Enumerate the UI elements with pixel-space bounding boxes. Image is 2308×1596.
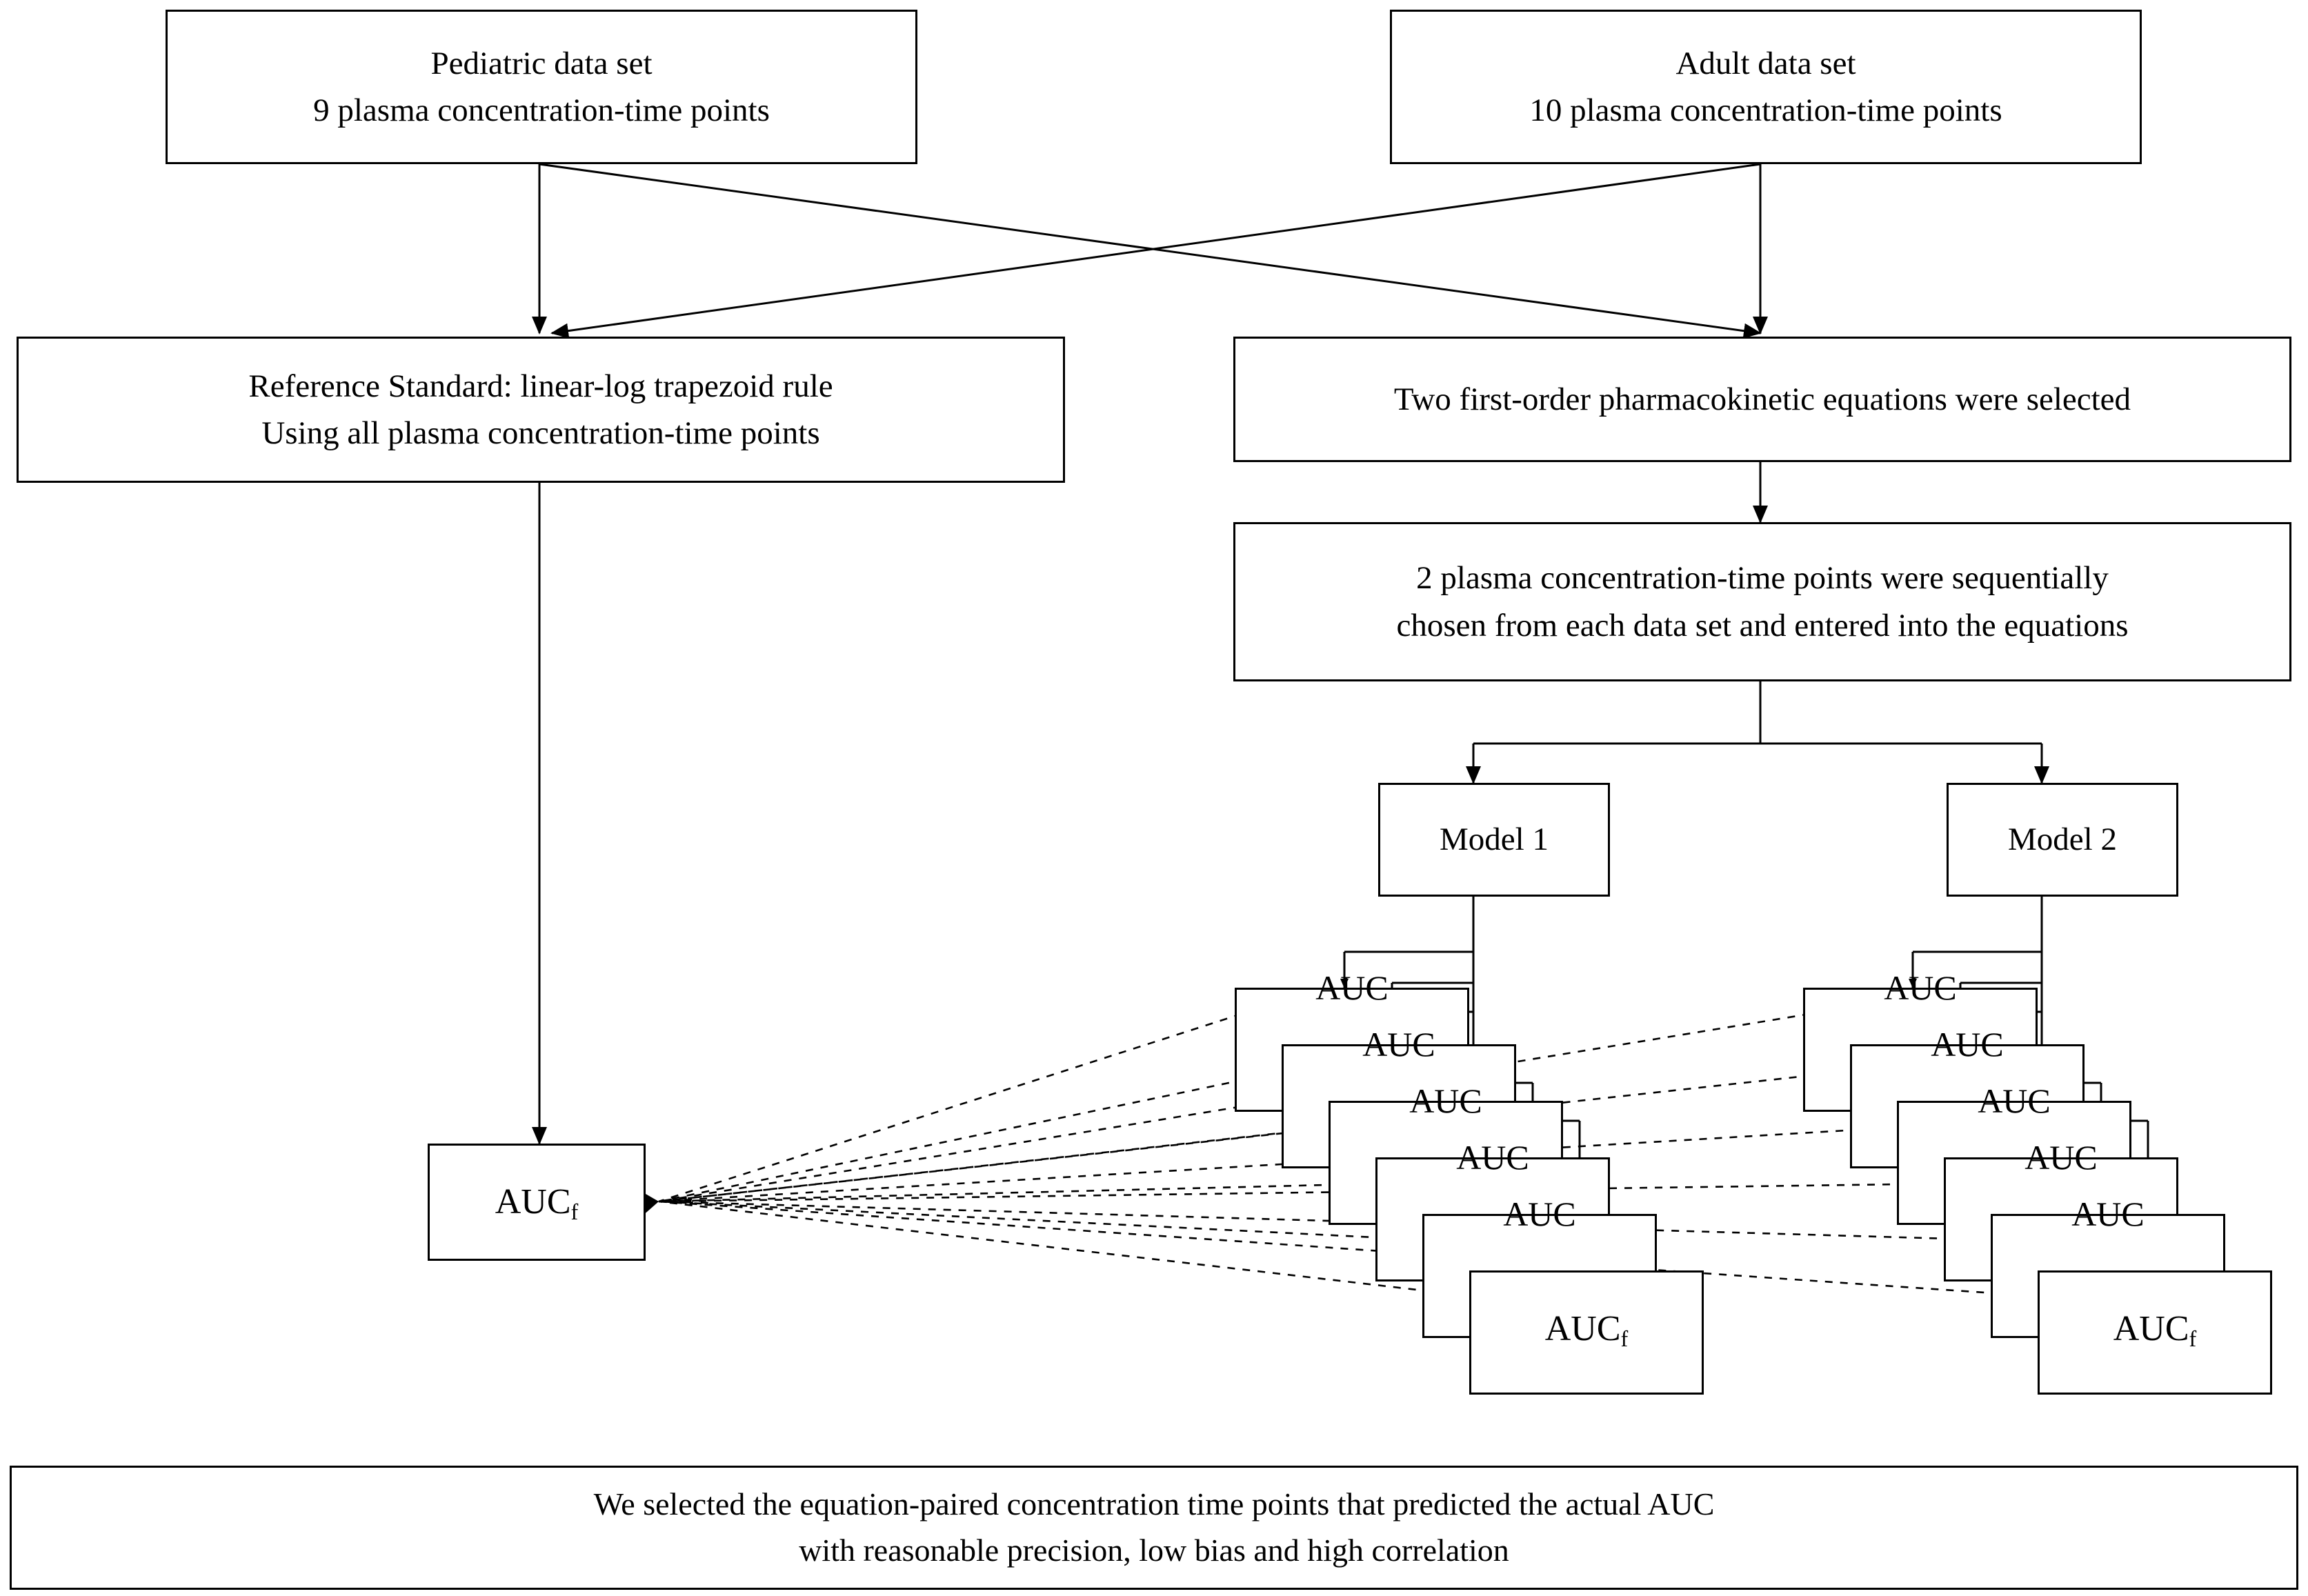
reference-auc-label: AUCf bbox=[495, 1176, 579, 1228]
node-adult-data-set: Adult data set 10 plasma concentration-t… bbox=[1390, 10, 2142, 164]
node-model-2: Model 2 bbox=[1947, 783, 2178, 897]
model-1-label: Model 1 bbox=[1440, 821, 1549, 858]
model1-auc-label-2: AUC bbox=[1362, 1025, 1435, 1064]
model2-auc-final-text: AUC bbox=[2113, 1309, 2189, 1348]
model1-auc-final-label: AUCf bbox=[1545, 1308, 1629, 1352]
node-conclusion: We selected the equation-paired concentr… bbox=[10, 1466, 2298, 1590]
pediatric-line-2: 9 plasma concentration-time points bbox=[313, 92, 770, 128]
reference-standard-line-1: Reference Standard: linear-log trapezoid… bbox=[248, 368, 833, 404]
node-reference-auc-f: AUCf bbox=[428, 1144, 646, 1261]
model1-auc-final-subscript: f bbox=[1620, 1326, 1629, 1352]
model2-auc-label-4: AUC bbox=[2025, 1138, 2098, 1177]
node-reference-standard: Reference Standard: linear-log trapezoid… bbox=[17, 337, 1065, 483]
model2-auc-label-1: AUC bbox=[1884, 968, 1957, 1007]
model2-auc-final-label: AUCf bbox=[2113, 1308, 2197, 1352]
model1-auc-final-box: AUCf bbox=[1469, 1270, 1704, 1395]
model1-auc-final-text: AUC bbox=[1544, 1309, 1621, 1348]
adult-line-2: 10 plasma concentration-time points bbox=[1529, 92, 2002, 128]
reference-auc-subscript: f bbox=[570, 1199, 579, 1225]
reference-auc-text: AUC bbox=[495, 1182, 571, 1222]
model1-auc-label-5: AUC bbox=[1503, 1195, 1576, 1233]
node-pediatric-data-set: Pediatric data set 9 plasma concentratio… bbox=[166, 10, 917, 164]
model2-auc-label-3: AUC bbox=[1978, 1081, 2051, 1120]
node-points-chosen: 2 plasma concentration-time points were … bbox=[1233, 522, 2291, 681]
model1-auc-label-3: AUC bbox=[1409, 1081, 1482, 1120]
node-equations-selected: Two first-order pharmacokinetic equation… bbox=[1233, 337, 2291, 462]
conclusion-line-2: with reasonable precision, low bias and … bbox=[799, 1533, 1509, 1568]
model2-auc-final-subscript: f bbox=[2189, 1326, 2197, 1352]
pediatric-line-1: Pediatric data set bbox=[430, 45, 653, 81]
model1-auc-label-4: AUC bbox=[1456, 1138, 1529, 1177]
node-model-1: Model 1 bbox=[1378, 783, 1610, 897]
model2-auc-label-2: AUC bbox=[1931, 1025, 2004, 1064]
conclusion-line-1: We selected the equation-paired concentr… bbox=[593, 1486, 1715, 1522]
reference-standard-line-2: Using all plasma concentration-time poin… bbox=[261, 415, 820, 451]
model1-auc-label-1: AUC bbox=[1315, 968, 1389, 1007]
model-2-label: Model 2 bbox=[2008, 821, 2117, 858]
points-chosen-line-2: chosen from each data set and entered in… bbox=[1396, 607, 2129, 644]
model2-auc-label-5: AUC bbox=[2071, 1195, 2145, 1233]
equations-selected-line-1: Two first-order pharmacokinetic equation… bbox=[1393, 381, 2131, 417]
adult-line-1: Adult data set bbox=[1675, 45, 1856, 81]
points-chosen-line-1: 2 plasma concentration-time points were … bbox=[1416, 560, 2109, 597]
model2-auc-final-box: AUCf bbox=[2038, 1270, 2272, 1395]
